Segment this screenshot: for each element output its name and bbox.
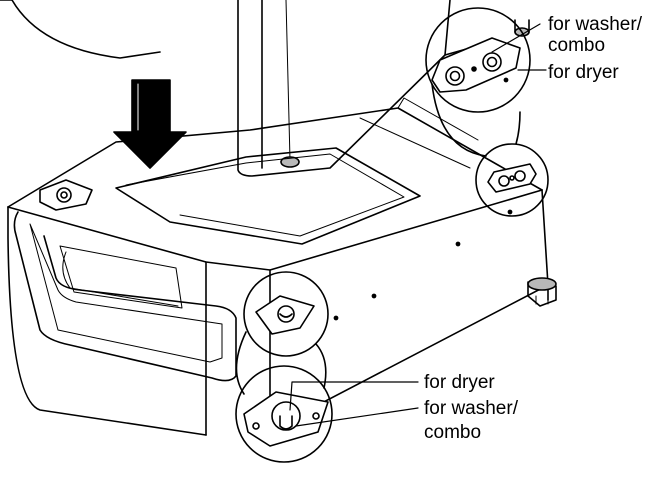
front-bracket-circle <box>243 271 329 357</box>
label-top-dryer: for dryer <box>548 62 619 83</box>
appliance-outline <box>0 0 530 177</box>
upper-callout-circle <box>425 7 531 113</box>
label-top-washer-line2: combo <box>548 35 605 56</box>
label-top-washer-line1: for washer/ <box>548 14 643 35</box>
lower-callout <box>235 271 419 463</box>
down-arrow-icon <box>113 79 187 169</box>
upper-labels: for washer/ combo for dryer <box>548 14 643 83</box>
upper-callout <box>425 7 549 217</box>
leveling-foot <box>527 277 557 307</box>
lower-callout-circle <box>235 365 333 463</box>
label-bottom-washer-line2: combo <box>424 422 481 443</box>
pedestal-top <box>7 97 543 271</box>
rear-bracket-circle <box>475 143 549 217</box>
lower-labels: for dryer for washer/ combo <box>424 372 519 443</box>
top-left-bracket <box>39 179 93 211</box>
label-bottom-washer-line1: for washer/ <box>424 398 519 419</box>
label-bottom-dryer: for dryer <box>424 372 495 393</box>
